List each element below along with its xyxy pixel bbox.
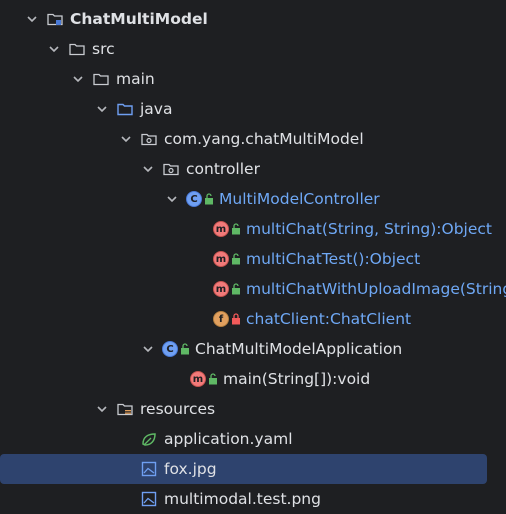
folder-label: resources (140, 400, 216, 418)
package-icon (162, 160, 180, 178)
public-lock-icon (180, 343, 190, 355)
field-icon: f (213, 311, 229, 327)
class-icon: C (186, 191, 202, 207)
source-folder-icon (116, 100, 134, 118)
public-lock-icon (204, 193, 214, 205)
module-folder-icon (46, 10, 64, 28)
package-label: controller (186, 160, 260, 178)
chevron-down-icon[interactable] (118, 131, 134, 147)
method-label: multiChatWithUploadImage(String (246, 280, 506, 298)
spring-config-icon (140, 430, 158, 448)
chevron-down-icon[interactable] (70, 71, 86, 87)
method-icon: m (213, 221, 229, 237)
tree-row-method[interactable]: m multiChat(String, String):Object (0, 214, 506, 244)
method-icon: m (190, 371, 206, 387)
tree-row-method[interactable]: m main(String[]):void (0, 364, 506, 394)
method-label: multiChatTest():Object (246, 250, 421, 268)
tree-row-file[interactable]: application.yaml (0, 424, 506, 454)
image-file-icon (140, 460, 158, 478)
tree-row-method[interactable]: m multiChatWithUploadImage(String (0, 274, 506, 304)
class-label: ChatMultiModelApplication (195, 340, 403, 358)
method-label: multiChat(String, String):Object (246, 220, 493, 238)
method-icon: m (213, 251, 229, 267)
chevron-down-icon[interactable] (164, 191, 180, 207)
tree-row-resources[interactable]: resources (0, 394, 506, 424)
tree-row-package[interactable]: com.yang.chatMultiModel (0, 124, 506, 154)
tree-row-project[interactable]: ChatMultiModel (0, 4, 506, 34)
public-lock-icon (231, 283, 241, 295)
public-lock-icon (208, 373, 218, 385)
chevron-down-icon[interactable] (94, 101, 110, 117)
class-label: MultiModelController (219, 190, 380, 208)
file-label: application.yaml (164, 430, 293, 448)
chevron-down-icon[interactable] (94, 401, 110, 417)
chevron-down-icon[interactable] (24, 11, 40, 27)
folder-icon (92, 70, 110, 88)
method-icon: m (213, 281, 229, 297)
runnable-class-icon: C (162, 341, 178, 357)
chevron-down-icon[interactable] (140, 341, 156, 357)
tree-row-src[interactable]: src (0, 34, 506, 64)
tree-row-controller-class[interactable]: C MultiModelController (0, 184, 506, 214)
public-lock-icon (231, 223, 241, 235)
tree-row-app-class[interactable]: C ChatMultiModelApplication (0, 334, 506, 364)
tree-row-file-selected[interactable]: fox.jpg (0, 454, 506, 484)
folder-icon (68, 40, 86, 58)
file-label: fox.jpg (164, 460, 217, 478)
chevron-down-icon[interactable] (140, 161, 156, 177)
tree-row-field[interactable]: f chatClient:ChatClient (0, 304, 506, 334)
field-label: chatClient:ChatClient (246, 310, 412, 328)
project-name: ChatMultiModel (70, 10, 208, 28)
private-lock-icon (231, 313, 241, 325)
tree-row-java[interactable]: java (0, 94, 506, 124)
resources-folder-icon (116, 400, 134, 418)
tree-row-controller[interactable]: controller (0, 154, 506, 184)
tree-row-method[interactable]: m multiChatTest():Object (0, 244, 506, 274)
chevron-down-icon[interactable] (46, 41, 62, 57)
folder-label: src (92, 40, 115, 58)
folder-label: main (116, 70, 155, 88)
package-label: com.yang.chatMultiModel (164, 130, 364, 148)
package-icon (140, 130, 158, 148)
tree-row-main[interactable]: main (0, 64, 506, 94)
public-lock-icon (231, 253, 241, 265)
image-file-icon (140, 490, 158, 508)
method-label: main(String[]):void (223, 370, 371, 388)
tree-row-file[interactable]: multimodal.test.png (0, 484, 506, 514)
folder-label: java (140, 100, 173, 118)
file-label: multimodal.test.png (164, 490, 321, 508)
